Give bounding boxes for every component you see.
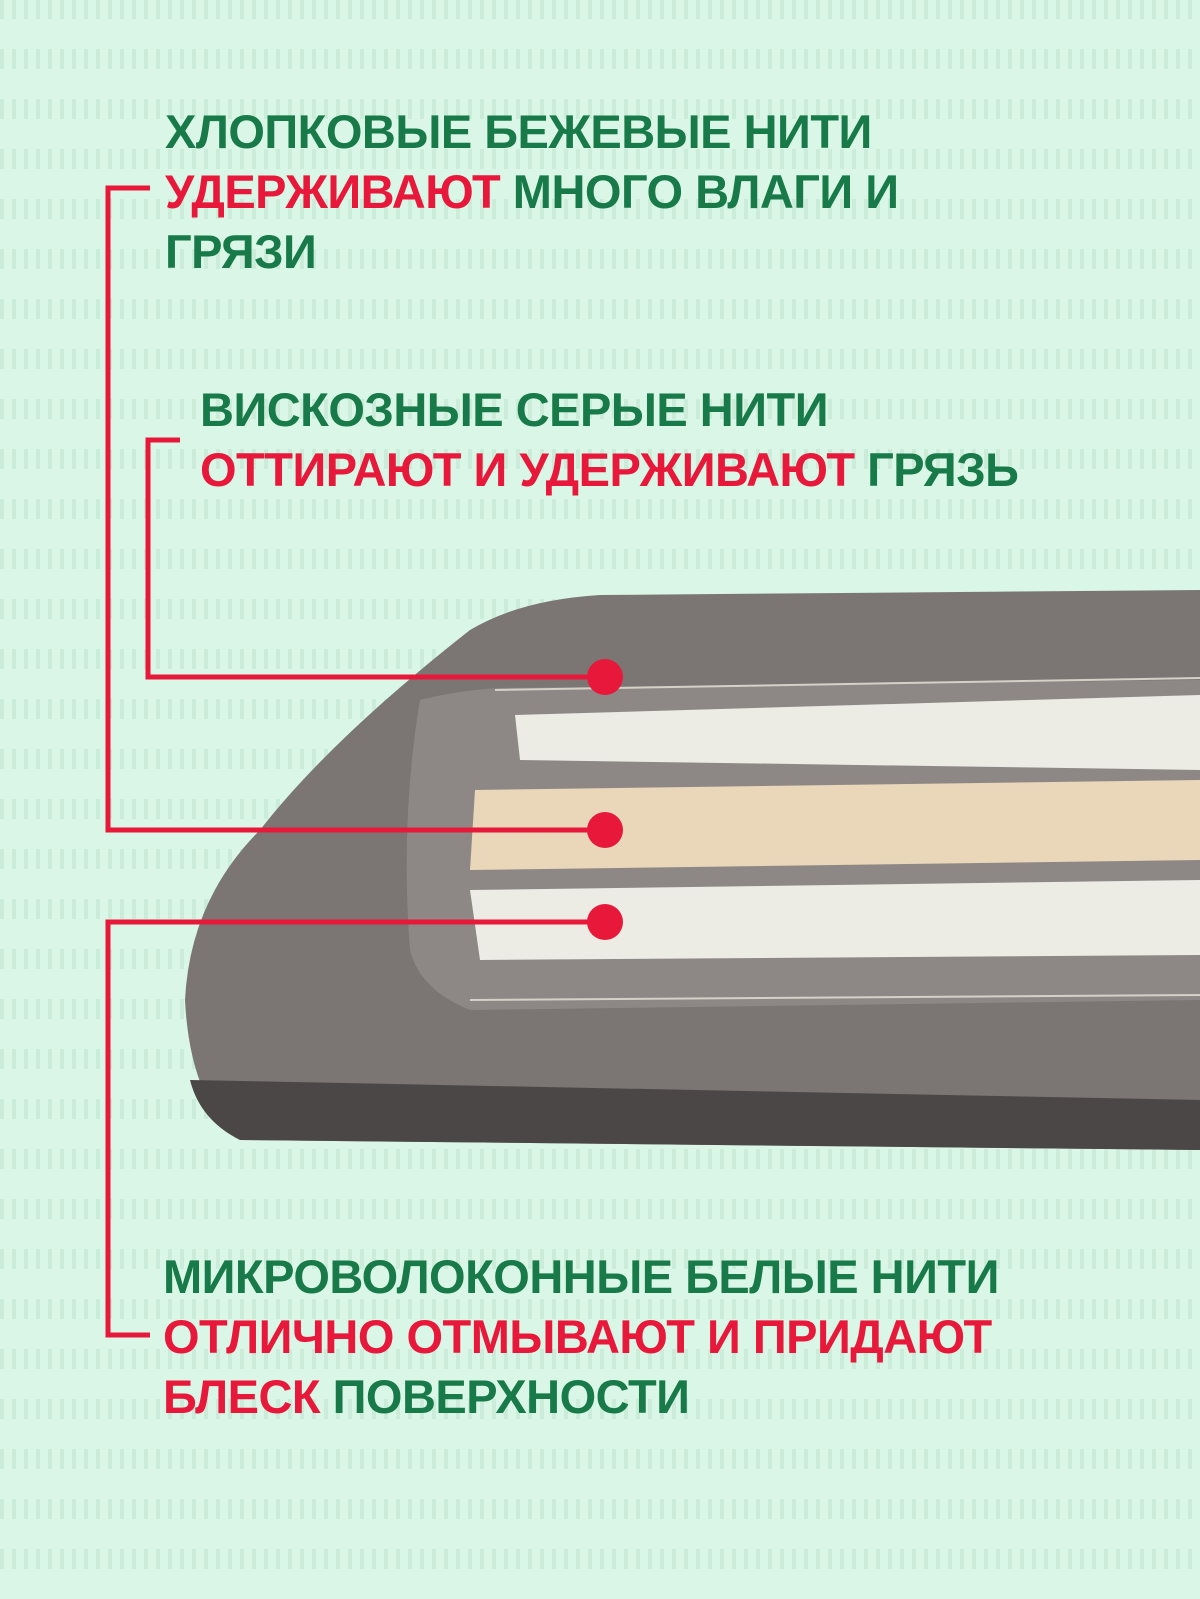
callout-text: МНОГО ВЛАГИ И [500,165,899,218]
marker-dot-microfiber [587,904,623,940]
callout-text: ВИСКОЗНЫЕ СЕРЫЕ НИТИ [200,383,829,436]
callout-line: ОТТИРАЮТ И УДЕРЖИВАЮТ ГРЯЗЬ [200,440,1019,500]
marker-dot-viscose [587,659,623,695]
callout-cotton: ХЛОПКОВЫЕ БЕЖЕВЫЕ НИТИ УДЕРЖИВАЮТ МНОГО … [165,102,899,282]
callout-line: УДЕРЖИВАЮТ МНОГО ВЛАГИ И [165,162,899,222]
callout-lines [105,185,605,1338]
callout-line: ВИСКОЗНЫЕ СЕРЫЕ НИТИ [200,380,1018,440]
callout-microfiber: МИКРОВОЛОКОННЫЕ БЕЛЫЕ НИТИ ОТЛИЧНО ОТМЫВ… [163,1247,999,1427]
callout-line-microfiber [105,919,605,1338]
callout-line-cotton [105,185,605,833]
callout-text: МИКРОВОЛОКОННЫЕ БЕЛЫЕ НИТИ [163,1250,999,1303]
callout-text: ХЛОПКОВЫЕ БЕЖЕВЫЕ НИТИ [165,105,872,158]
callout-line: ХЛОПКОВЫЕ БЕЖЕВЫЕ НИТИ [165,102,899,162]
callout-line: ГРЯЗИ [165,222,899,282]
callout-highlight: ОТЛИЧНО ОТМЫВАЮТ И ПРИДАЮТ [163,1310,992,1363]
callout-line: БЛЕСК ПОВЕРХНОСТИ [163,1367,999,1427]
microfiber-stripe-bottom [470,880,1200,960]
microfiber-stripe-top [515,695,1200,770]
callout-line: МИКРОВОЛОКОННЫЕ БЕЛЫЕ НИТИ [163,1247,999,1307]
callout-text: ГРЯЗИ [165,225,317,278]
callout-text: ГРЯЗЬ [854,443,1019,496]
callout-text: ПОВЕРХНОСТИ [320,1370,690,1423]
cotton-stripe [470,780,1200,870]
callout-highlight: ОТТИРАЮТ И УДЕРЖИВАЮТ [200,443,855,496]
callout-highlight: БЛЕСК [163,1370,321,1423]
mop-pad [185,590,1200,1150]
callout-highlight: УДЕРЖИВАЮТ [165,165,501,218]
marker-dot-cotton [587,812,623,848]
callout-line: ОТЛИЧНО ОТМЫВАЮТ И ПРИДАЮТ [163,1307,999,1367]
callout-line-viscose [145,437,605,680]
callout-viscose: ВИСКОЗНЫЕ СЕРЫЕ НИТИ ОТТИРАЮТ И УДЕРЖИВА… [200,380,1019,500]
